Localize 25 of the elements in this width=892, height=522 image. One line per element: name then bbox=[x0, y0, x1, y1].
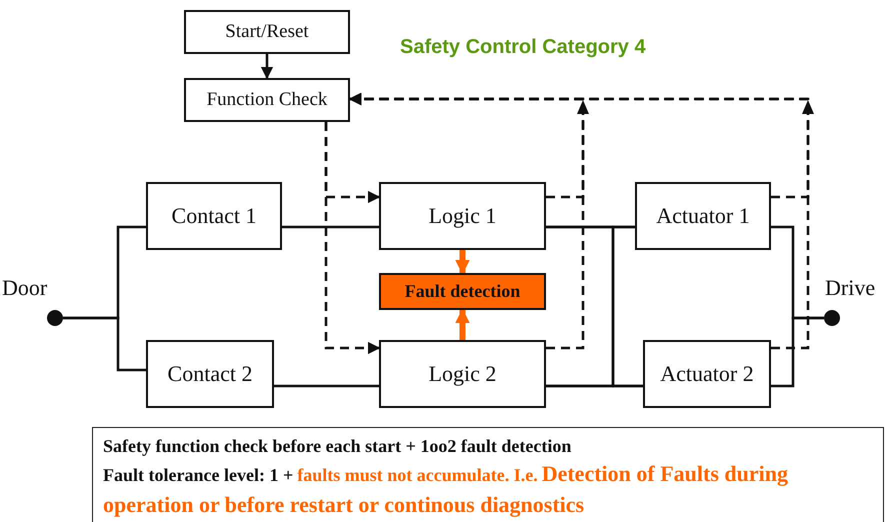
process-box: Actuator 1 bbox=[635, 182, 771, 250]
note-box bbox=[92, 427, 884, 522]
note-text: Safety function check before each start + 1oo2 fault detection bbox=[103, 435, 572, 458]
process-box: Start/Reset bbox=[184, 10, 350, 54]
connector-line bbox=[282, 226, 379, 228]
connector-line bbox=[274, 384, 379, 388]
diagram-title: Safety Control Category 4 bbox=[400, 36, 646, 59]
block-arrow bbox=[455, 250, 470, 274]
dashed-arrow bbox=[348, 92, 810, 350]
process-box: Function Check bbox=[184, 78, 350, 122]
arrow bbox=[260, 54, 274, 80]
dashed-arrow bbox=[324, 122, 380, 354]
note-text: Fault tolerance level: 1 + faults must not accumulate. I.e. Detection of Faults during operation or before restart or continous diagnostics bbox=[103, 460, 789, 519]
process-box: Contact 2 bbox=[146, 340, 274, 408]
process-box: Actuator 2 bbox=[643, 340, 771, 408]
process-box: Contact 1 bbox=[146, 182, 282, 250]
terminal-label: Drive bbox=[825, 275, 876, 301]
process-box: Logic 2 bbox=[379, 340, 546, 408]
process-box: Logic 1 bbox=[379, 182, 546, 250]
connector-line bbox=[546, 384, 643, 388]
terminal-label: Door bbox=[2, 275, 48, 301]
connector-line bbox=[63, 316, 146, 372]
fault-detection-box: Fault detection bbox=[379, 273, 546, 310]
connector-line bbox=[771, 316, 824, 388]
block-arrow bbox=[455, 308, 470, 340]
